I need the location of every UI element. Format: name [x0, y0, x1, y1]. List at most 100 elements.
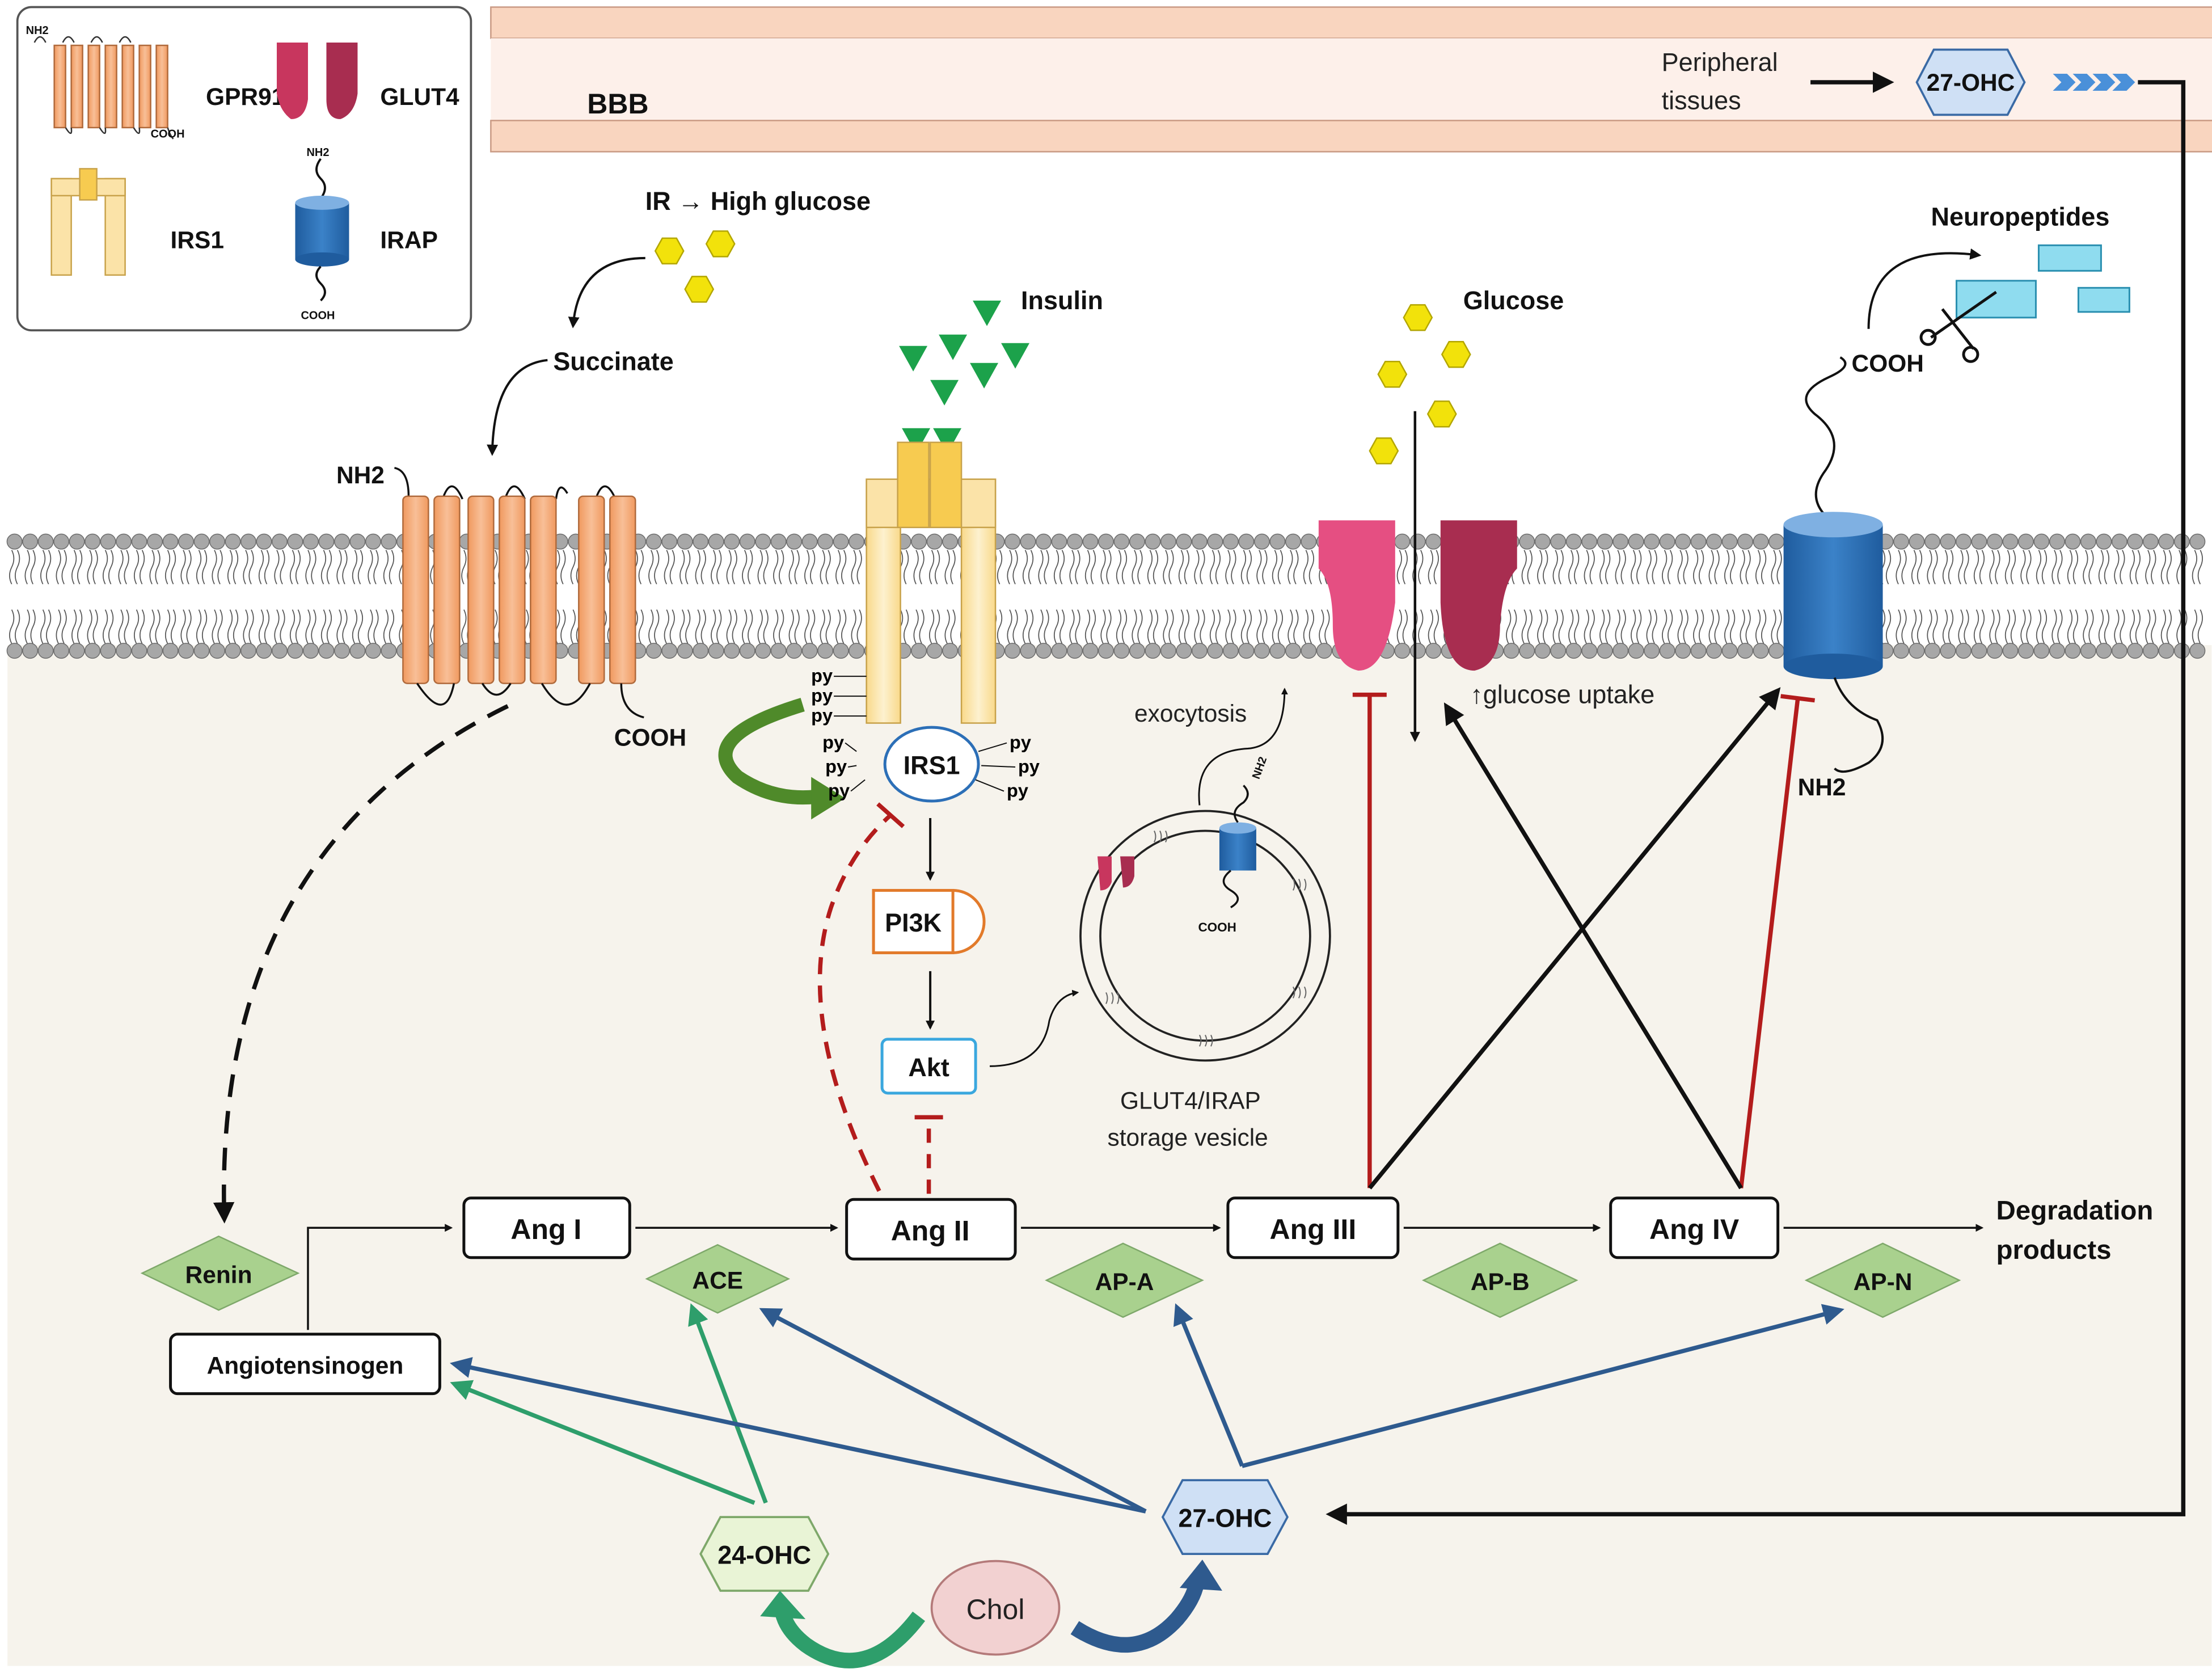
ang-iii-node[interactable] [1226, 1196, 1400, 1259]
py-tick [978, 742, 1007, 752]
ap-n-enzyme [1804, 1242, 1961, 1318]
bbb-label: BBB [587, 88, 648, 120]
insulin-molecules [899, 300, 1030, 454]
ang-iv-node[interactable] [1609, 1196, 1780, 1259]
27-ohc-label: 27-OHC [1178, 1504, 1272, 1533]
angiotensinogen-node[interactable] [169, 1333, 441, 1396]
py-tick [847, 765, 857, 768]
scissors-icon [1919, 290, 1997, 363]
irap-legend-icon [295, 158, 349, 302]
py-tick [975, 779, 1004, 792]
ang-i-node[interactable] [462, 1196, 631, 1259]
glut4-irap-storage-vesicle [1079, 785, 1331, 1062]
angiv-activates-glucose-uptake [1443, 702, 1743, 1190]
legend-gpr91-label: GPR91 [206, 84, 285, 111]
vesicle-label-line2: storage vesicle [1107, 1124, 1268, 1151]
irap-nh2-label: NH2 [1798, 774, 1846, 801]
angiotensinogen-to-angi-arrow [307, 1224, 453, 1330]
glucose-molecules-top [654, 230, 736, 303]
gpr91-to-renin-arrow [213, 704, 509, 1224]
receptor-irs1-activation-arrow [718, 698, 816, 805]
legend-cooh-small: COOH [151, 128, 185, 140]
irap-transmembrane [1783, 356, 1884, 773]
gpr91-cooh-label: COOH [614, 725, 686, 752]
vesicle-label-line1: GLUT4/IRAP [1120, 1088, 1261, 1114]
legend-irap-cooh: COOH [301, 309, 335, 322]
angiotensinogen-label: Angiotensinogen [207, 1353, 404, 1380]
py-tick [850, 779, 866, 792]
degradation-line1: Degradation [1996, 1195, 2153, 1225]
py-tick [981, 765, 1016, 768]
legend-box: NH2 COOH GPR91 GLUT4 IRS1 NH2 COOH IRAP [16, 6, 472, 332]
py-label: py [811, 705, 833, 726]
degradation-line2: products [1996, 1235, 2111, 1265]
ang-iv-label: Ang IV [1649, 1213, 1739, 1245]
ap-a-enzyme [1045, 1242, 1204, 1318]
chol-to-27ohc-arrow [1070, 1581, 1205, 1653]
27ohc-regulation-arrows [450, 1303, 1844, 1514]
py-label: py [822, 732, 844, 753]
insulin-label: Insulin [1021, 286, 1103, 315]
akt-label: Akt [908, 1053, 949, 1082]
ang-ii-node[interactable] [845, 1198, 1017, 1261]
glut4-legend-icon [276, 42, 358, 119]
irs1-node [883, 726, 980, 803]
chevrons-icon [2053, 73, 2135, 91]
glucose-molecules [1369, 304, 1471, 465]
angii-inhibits-irs1 [817, 814, 892, 1192]
ang-iii-label: Ang III [1270, 1213, 1357, 1245]
ap-b-label: AP-B [1471, 1269, 1530, 1296]
glut4-transporter [1318, 520, 1517, 671]
24-ohc-label: 24-OHC [717, 1541, 811, 1570]
succinate-label: Succinate [553, 347, 673, 376]
neuropeptide-release-arrow [1867, 248, 1982, 329]
glucose-uptake-label: ↑glucose uptake [1470, 680, 1654, 709]
27-ohc-hexagon [1161, 1479, 1289, 1555]
renin-enzyme [140, 1235, 300, 1311]
akt-to-vesicle-arrow [990, 989, 1079, 1067]
gpr91-receptor [394, 467, 644, 719]
py-label: py [825, 756, 847, 777]
py-label: py [811, 665, 833, 686]
peripheral-27ohc-entry-arrow [1325, 80, 2186, 1525]
renin-label: Renin [185, 1262, 252, 1289]
ap-b-enzyme [1421, 1242, 1578, 1318]
legend-glut4-label: GLUT4 [380, 84, 459, 111]
legend-irap-label: IRAP [380, 227, 437, 254]
bbb-27ohc-hexagon [1915, 48, 2026, 116]
neuropeptide-fragments [1955, 244, 2130, 319]
pi3k-label: PI3K [885, 908, 942, 937]
neuropeptides-label: Neuropeptides [1931, 202, 2110, 231]
glucose-label: Glucose [1463, 286, 1564, 315]
py-label: py [1018, 756, 1040, 777]
24ohc-regulation-arrows [450, 1303, 768, 1505]
angiv-inhibits-irap [1738, 698, 1800, 1189]
irs1-legend-icon [50, 168, 126, 276]
24-ohc-hexagon [699, 1516, 830, 1592]
py-label: py [811, 685, 833, 706]
exocytosis-label: exocytosis [1134, 701, 1247, 727]
gpr91-legend-icon [33, 36, 174, 140]
ir-high-glucose-label: IR → High glucose [645, 187, 871, 216]
cholesterol-label: Chol [966, 1594, 1025, 1625]
cytoplasm-area [7, 645, 2212, 1666]
irs1-label: IRS1 [904, 751, 960, 780]
akt-node [880, 1038, 977, 1095]
insulin-receptor [866, 441, 997, 724]
legend-irs1-label: IRS1 [171, 227, 224, 254]
py-label: py [828, 781, 850, 801]
ap-a-label: AP-A [1095, 1269, 1154, 1296]
py-label: py [1010, 732, 1031, 753]
cholesterol-node[interactable] [930, 1560, 1061, 1656]
pi3k-node [872, 888, 986, 954]
ap-n-label: AP-N [1854, 1269, 1913, 1296]
blood-brain-barrier: BBB Peripheral tissues 27-OHC [490, 6, 2212, 153]
ace-label: ACE [692, 1268, 743, 1295]
legend-irap-nh2: NH2 [306, 146, 329, 159]
py-tick [845, 742, 857, 752]
peripheral-tissues-line2: tissues [1662, 86, 1741, 115]
